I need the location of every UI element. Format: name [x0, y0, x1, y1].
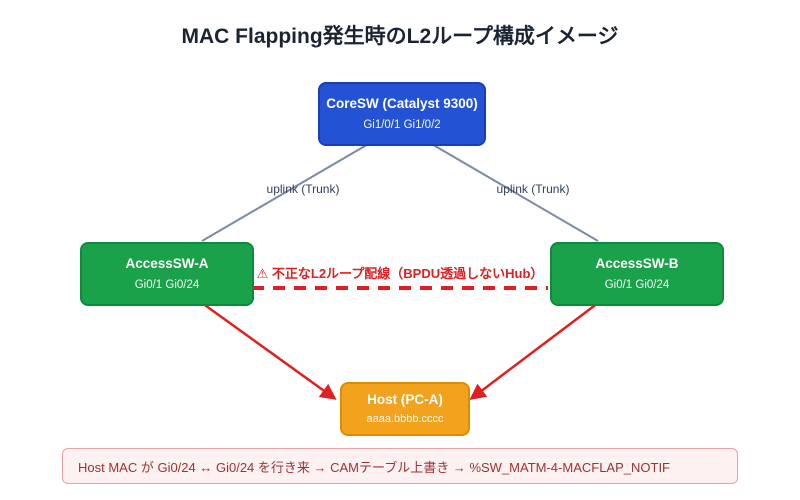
node-access-switch-b[interactable]: AccessSW-B Gi0/1 Gi0/24 — [550, 242, 724, 306]
access-switch-a-ports: Gi0/1 Gi0/24 — [134, 278, 200, 291]
host-pc-label: Host (PC-A) — [367, 392, 443, 408]
core-switch-label: CoreSW (Catalyst 9300) — [326, 96, 478, 112]
macflap-note-text: Host MAC が Gi0/24 ↔ Gi0/24 を行き来 → CAMテーブ… — [78, 459, 670, 475]
flap-arrow-left — [201, 301, 337, 400]
access-switch-a-label: AccessSW-A — [125, 256, 209, 272]
node-host-pc[interactable]: Host (PC-A) aaaa.bbbb.cccc — [340, 382, 470, 436]
diagram-title: MAC Flapping発生時のL2ループ構成イメージ — [181, 25, 619, 48]
node-access-switch-a[interactable]: AccessSW-A Gi0/1 Gi0/24 — [80, 242, 254, 306]
macflap-note-box: Host MAC が Gi0/24 ↔ Gi0/24 を行き来 → CAMテーブ… — [62, 448, 738, 484]
uplink-line-right — [429, 142, 599, 242]
uplink-line-left — [201, 142, 371, 242]
core-switch-ports: Gi1/0/1 Gi1/0/2 — [363, 118, 441, 131]
flap-arrow-right — [469, 302, 599, 400]
uplink-right-label: uplink (Trunk) — [496, 182, 570, 196]
host-pc-mac: aaaa.bbbb.cccc — [366, 412, 444, 425]
access-switch-b-label: AccessSW-B — [595, 256, 679, 272]
node-core-switch[interactable]: CoreSW (Catalyst 9300) Gi1/0/1 Gi1/0/2 — [318, 82, 486, 146]
access-switch-b-ports: Gi0/1 Gi0/24 — [604, 278, 670, 291]
loop-warning-label: ⚠ 不正なL2ループ配線（BPDU透過しないHub） — [256, 266, 544, 281]
uplink-left-label: uplink (Trunk) — [266, 182, 340, 196]
